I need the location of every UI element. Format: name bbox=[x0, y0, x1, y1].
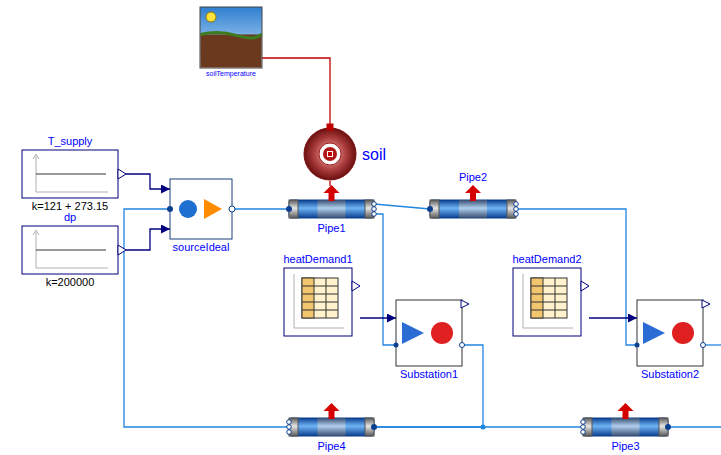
substation-block: Substation1 bbox=[396, 300, 462, 366]
fluid-connector bbox=[329, 181, 330, 186]
component-icon bbox=[170, 179, 232, 239]
component-name: soil bbox=[362, 145, 386, 164]
table-block: heatDemand2 bbox=[513, 268, 581, 336]
component-name: Pipe1 bbox=[317, 222, 345, 235]
parameter-value: k=200000 bbox=[46, 276, 95, 289]
component-icon bbox=[637, 300, 703, 366]
fluid-connector bbox=[374, 214, 396, 345]
fluid-connector bbox=[374, 426, 583, 427]
component-name: T_supply bbox=[48, 135, 93, 148]
signal-connector bbox=[126, 229, 170, 250]
component-icon bbox=[289, 186, 374, 220]
component-name: heatDemand2 bbox=[512, 253, 581, 266]
signal-connector bbox=[589, 317, 637, 318]
table-block: heatDemand1 bbox=[284, 268, 352, 336]
component-icon bbox=[22, 226, 118, 274]
component-name: Pipe4 bbox=[317, 440, 345, 453]
component-icon bbox=[22, 150, 118, 198]
component-icon bbox=[284, 268, 352, 336]
return-wire bbox=[668, 426, 721, 427]
fluid-connector bbox=[124, 209, 289, 427]
connector-layer bbox=[124, 58, 637, 427]
pipe-component: Pipe2 bbox=[430, 186, 516, 220]
pipe-component: Pipe3 bbox=[583, 404, 668, 438]
component-name: Substation1 bbox=[400, 368, 458, 381]
heat-port-circle: soil bbox=[303, 127, 357, 181]
component-name: sourceIdeal bbox=[173, 241, 230, 254]
component-name: Substation2 bbox=[641, 368, 699, 381]
substation-block: Substation2 bbox=[637, 300, 703, 366]
component-icon bbox=[200, 7, 262, 68]
component-icon bbox=[289, 404, 374, 438]
component-icon bbox=[396, 300, 462, 366]
ideal-source: sourceIdeal bbox=[170, 179, 232, 239]
component-name: Pipe2 bbox=[459, 171, 487, 184]
fluid-connector bbox=[262, 58, 330, 127]
pipe-component: Pipe4 bbox=[289, 404, 374, 438]
component-name: dp bbox=[64, 211, 76, 224]
component-icon bbox=[303, 127, 357, 181]
fluid-connector bbox=[374, 204, 430, 209]
component-icon bbox=[583, 404, 668, 438]
signal-connector bbox=[126, 174, 170, 189]
component-icon bbox=[430, 186, 516, 220]
junction-dot bbox=[481, 425, 486, 430]
component-name: soilTemperature bbox=[206, 70, 256, 78]
constant-block: T_supplyk=121 + 273.15 bbox=[22, 150, 118, 198]
component-name: heatDemand1 bbox=[283, 253, 352, 266]
signal-connector bbox=[360, 317, 396, 318]
fluid-connector bbox=[232, 208, 289, 209]
pipe-component: Pipe1 bbox=[289, 186, 374, 220]
component-icon bbox=[513, 268, 581, 336]
soil-temperature-icon: soilTemperature bbox=[200, 7, 262, 68]
component-name: Pipe3 bbox=[611, 440, 639, 453]
constant-block: dpk=200000 bbox=[22, 226, 118, 274]
